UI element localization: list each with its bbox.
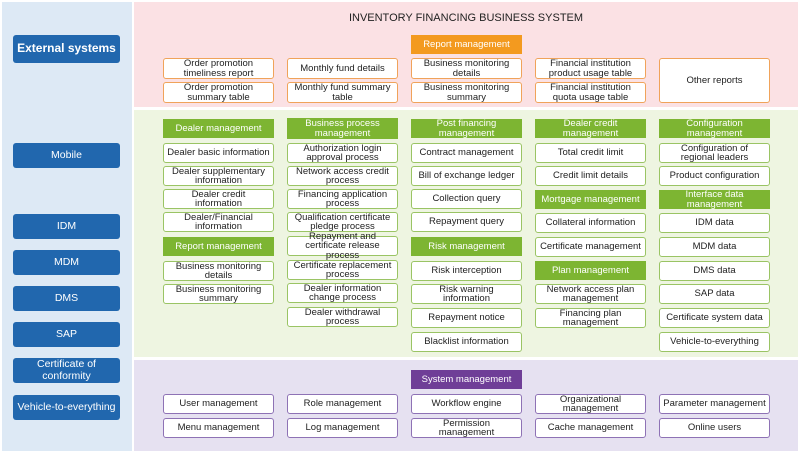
interface-item: DMS data (659, 261, 770, 281)
dealer-item: Dealer supplementary information (163, 166, 274, 186)
external-item-mobile: Mobile (13, 143, 120, 168)
dealer-report-item: Business monitoring summary (163, 284, 274, 304)
dealer-report-management-header: Report management (163, 237, 274, 256)
credit-item: Credit limit details (535, 166, 646, 186)
interface-item: MDM data (659, 237, 770, 257)
system-item: Online users (659, 418, 770, 438)
interface-item: Vehicle-to-everything (659, 332, 770, 352)
report-item: Order promotion summary table (163, 82, 274, 103)
system-management-header: System management (411, 370, 522, 389)
risk-item: Blacklist information (411, 332, 522, 352)
report-item: Monthly fund summary table (287, 82, 398, 103)
risk-item: Risk interception (411, 261, 522, 281)
plan-item: Network access plan management (535, 284, 646, 304)
system-item: Cache management (535, 418, 646, 438)
report-item: Financial institution quota usage table (535, 82, 646, 103)
external-systems-header: External systems (13, 35, 120, 63)
dealer-item: Dealer basic information (163, 143, 274, 163)
interface-data-header: Interface data management (659, 189, 770, 209)
system-item: Permission management (411, 418, 522, 438)
credit-item: Total credit limit (535, 143, 646, 163)
post-financing-item: Contract management (411, 143, 522, 163)
mortgage-management-header: Mortgage management (535, 190, 646, 209)
process-item: Qualification certificate pledge process (287, 212, 398, 232)
external-item-idm: IDM (13, 214, 120, 239)
risk-item: Risk warning information (411, 284, 522, 304)
config-item: Configuration of regional leaders (659, 143, 770, 163)
mortgage-item: Certificate management (535, 237, 646, 257)
external-item-v2x: Vehicle-to-everything (13, 395, 120, 420)
plan-item: Financing plan management (535, 308, 646, 328)
dealer-item: Dealer credit information (163, 189, 274, 209)
report-item: Monthly fund details (287, 58, 398, 79)
dealer-credit-header: Dealer credit management (535, 118, 646, 138)
system-item: Log management (287, 418, 398, 438)
plan-management-header: Plan management (535, 261, 646, 280)
external-item-mdm: MDM (13, 250, 120, 275)
report-item: Business monitoring details (411, 58, 522, 79)
dealer-report-item: Business monitoring details (163, 261, 274, 281)
external-item-sap: SAP (13, 322, 120, 347)
external-item-certificate: Certificate of conformity (13, 358, 120, 383)
post-financing-header: Post financing management (411, 118, 522, 138)
process-item: Dealer withdrawal process (287, 307, 398, 327)
external-item-dms: DMS (13, 286, 120, 311)
interface-item: SAP data (659, 284, 770, 304)
interface-item: Certificate system data (659, 308, 770, 328)
post-financing-item: Collection query (411, 189, 522, 209)
mortgage-item: Collateral information (535, 213, 646, 233)
report-item: Financial institution product usage tabl… (535, 58, 646, 79)
interface-item: IDM data (659, 213, 770, 233)
process-item: Dealer information change process (287, 283, 398, 303)
report-item: Order promotion timeliness report (163, 58, 274, 79)
process-item: Certificate replacement process (287, 260, 398, 280)
process-item: Network access credit process (287, 166, 398, 186)
dealer-item: Dealer/Financial information (163, 212, 274, 232)
diagram-title: INVENTORY FINANCING BUSINESS SYSTEM (348, 12, 584, 24)
config-item: Product configuration (659, 166, 770, 186)
configuration-management-header: Configuration management (659, 118, 770, 138)
business-process-header: Business process management (287, 118, 398, 139)
system-item: Organizational management (535, 394, 646, 414)
post-financing-item: Bill of exchange ledger (411, 166, 522, 186)
report-item: Business monitoring summary (411, 82, 522, 103)
system-item: Role management (287, 394, 398, 414)
system-item: User management (163, 394, 274, 414)
dealer-management-header: Dealer management (163, 119, 274, 138)
risk-management-header: Risk management (411, 237, 522, 256)
report-management-header: Report management (411, 35, 522, 54)
system-item: Menu management (163, 418, 274, 438)
report-item-other: Other reports (659, 58, 770, 103)
post-financing-item: Repayment query (411, 212, 522, 232)
risk-item: Repayment notice (411, 308, 522, 328)
system-item: Parameter management (659, 394, 770, 414)
process-item: Financing application process (287, 189, 398, 209)
process-item: Authorization login approval process (287, 143, 398, 163)
process-item: Repayment and certificate release proces… (287, 232, 398, 260)
system-item: Workflow engine (411, 394, 522, 414)
